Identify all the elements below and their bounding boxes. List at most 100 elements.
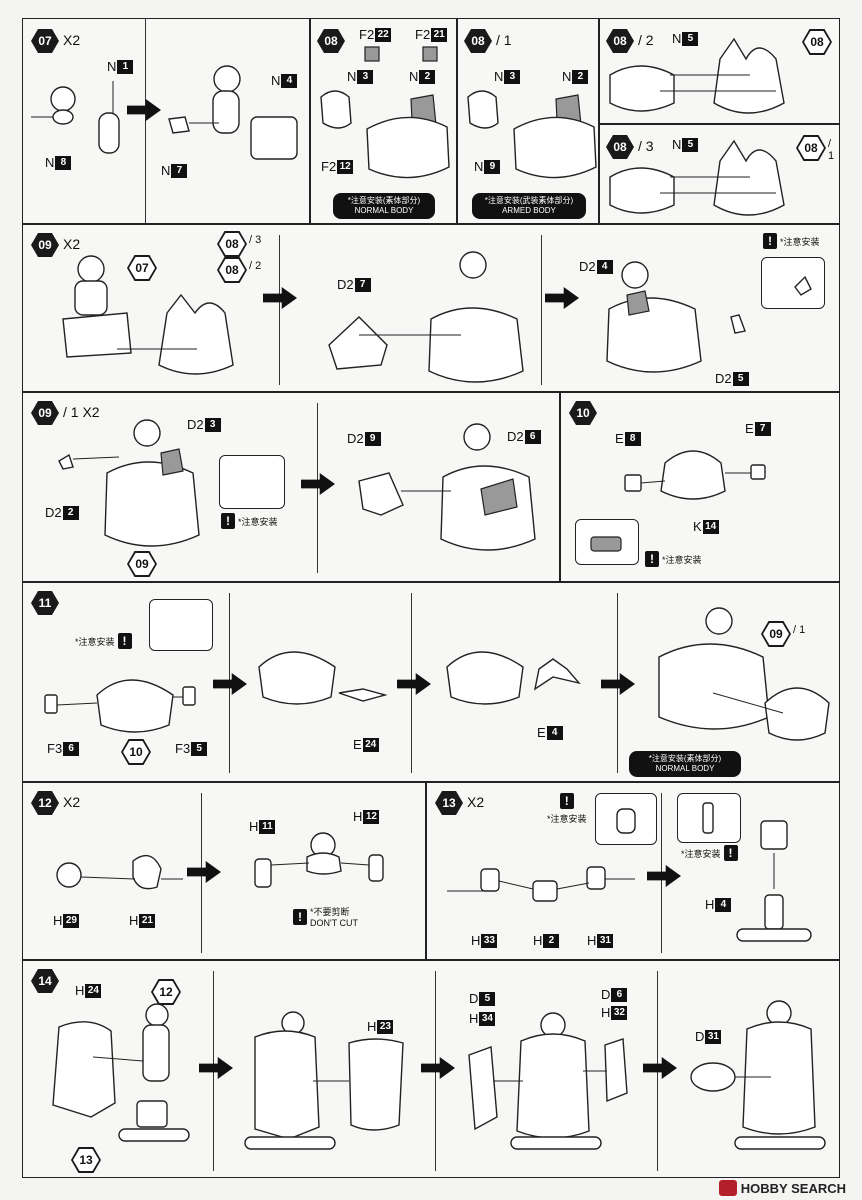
step-11-diagram bbox=[44, 607, 830, 741]
caution-label: !*注意安装 bbox=[645, 551, 702, 567]
step-sub: / 3 bbox=[638, 138, 654, 154]
caution-icon: ! bbox=[221, 513, 235, 529]
caution-icon: ! bbox=[293, 908, 307, 925]
armed-body-note: *注意安装(武装素体部分)ARMED BODY bbox=[472, 193, 586, 219]
ref-sub: / 1 bbox=[793, 624, 806, 636]
caution-label: *注意安装! bbox=[75, 633, 132, 649]
step-number: 11 bbox=[31, 591, 59, 615]
step-08-1-diagram bbox=[467, 90, 597, 179]
caution-label: !*注意安装 bbox=[221, 513, 278, 529]
step-number: 09 bbox=[31, 401, 59, 425]
ref-step-07: 07 bbox=[127, 255, 157, 281]
step-number: 09 bbox=[31, 233, 59, 257]
caution-inset bbox=[761, 257, 825, 309]
step-09-1-diagram bbox=[58, 419, 536, 551]
step-number: 10 bbox=[569, 401, 597, 425]
step-12-diagram bbox=[56, 832, 384, 890]
caution-label: !*注意安装 bbox=[547, 793, 587, 824]
ref-step-13: 13 bbox=[71, 1147, 101, 1173]
ref-sub: / 1 bbox=[828, 138, 835, 162]
step-number: 07 bbox=[31, 29, 59, 53]
ref-sub-2: / 2 bbox=[249, 260, 262, 272]
step-multiplier: X2 bbox=[63, 794, 81, 810]
step-number: 08 bbox=[606, 135, 634, 159]
brand-logo-icon bbox=[718, 1180, 737, 1196]
step-number: 08 bbox=[606, 29, 634, 53]
step-08-3-diagram bbox=[609, 139, 785, 216]
watermark: HOBBY SEARCH bbox=[718, 1180, 846, 1196]
caution-inset bbox=[575, 519, 639, 565]
divider bbox=[279, 235, 280, 385]
step-13-diagram bbox=[447, 802, 812, 942]
caution-icon: ! bbox=[763, 233, 777, 249]
step-sub: / 1 bbox=[496, 32, 512, 48]
step-multiplier: X2 bbox=[63, 32, 81, 48]
caution-inset bbox=[149, 599, 213, 651]
ref-step-08-2: 08 bbox=[217, 257, 247, 283]
caution-icon: ! bbox=[723, 845, 738, 861]
step-multiplier: X2 bbox=[467, 794, 485, 810]
step-07-diagram bbox=[31, 65, 298, 160]
step-sub: / 1 X2 bbox=[63, 404, 100, 420]
step-14-diagram bbox=[52, 1000, 826, 1150]
divider bbox=[541, 235, 542, 385]
caution-icon: ! bbox=[117, 633, 132, 649]
ref-sub-3: / 3 bbox=[249, 234, 262, 246]
caution-label: *注意安装! bbox=[681, 845, 738, 861]
step-08-2-diagram bbox=[609, 37, 785, 114]
step-10-diagram bbox=[590, 450, 766, 552]
divider bbox=[145, 19, 146, 223]
normal-body-note: *注意安装(素体部分)NORMAL BODY bbox=[333, 193, 435, 219]
